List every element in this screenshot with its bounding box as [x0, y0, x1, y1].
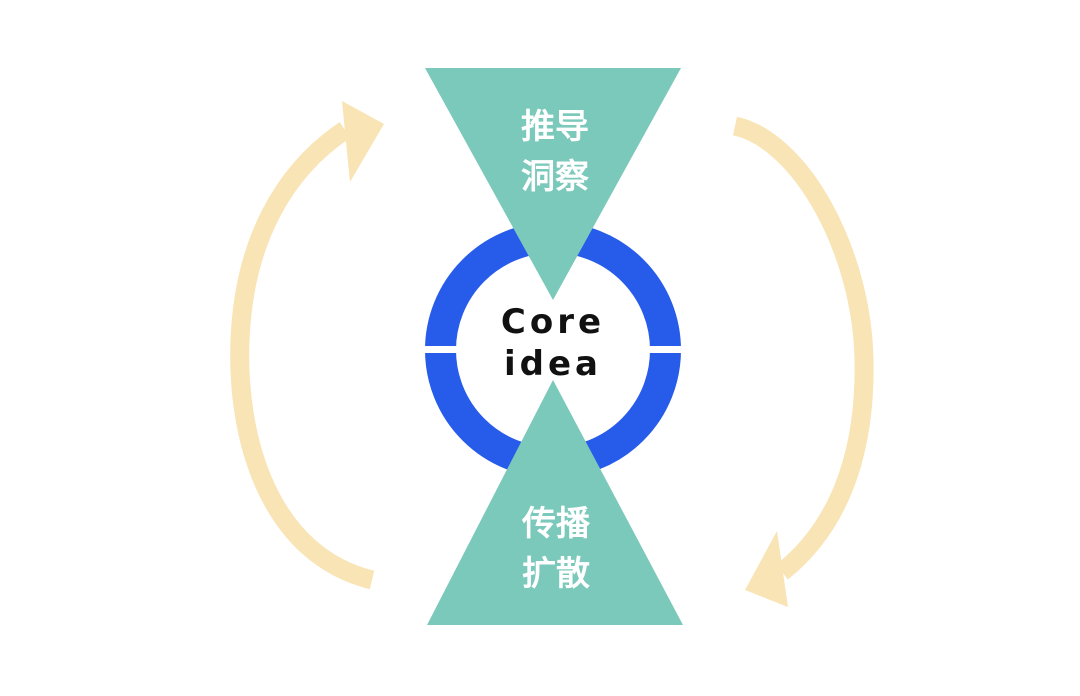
left-arrow-head-icon: [342, 101, 384, 182]
ring-gap-right: [648, 346, 681, 353]
core-label-line2: idea: [504, 344, 602, 384]
top-triangle: [425, 68, 681, 300]
top-node-label-line1: 推导: [521, 107, 589, 147]
top-node-label-line2: 洞察: [521, 157, 589, 197]
bottom-node-label-line1: 传播: [521, 504, 591, 544]
top-node: 推导 洞察: [425, 68, 681, 300]
right-cycle-arrow: [732, 116, 874, 607]
bottom-node-label-line2: 扩散: [522, 554, 590, 594]
bottom-node: 传播 扩散: [427, 380, 683, 625]
left-cycle-arrow: [230, 101, 384, 590]
right-arrow-shaft: [732, 116, 874, 580]
left-arrow-shaft: [230, 122, 375, 590]
bottom-triangle: [427, 380, 683, 625]
core-label-line1: Core: [501, 302, 605, 342]
right-arrow-head-icon: [745, 531, 788, 607]
ring-gap-left: [425, 346, 458, 353]
